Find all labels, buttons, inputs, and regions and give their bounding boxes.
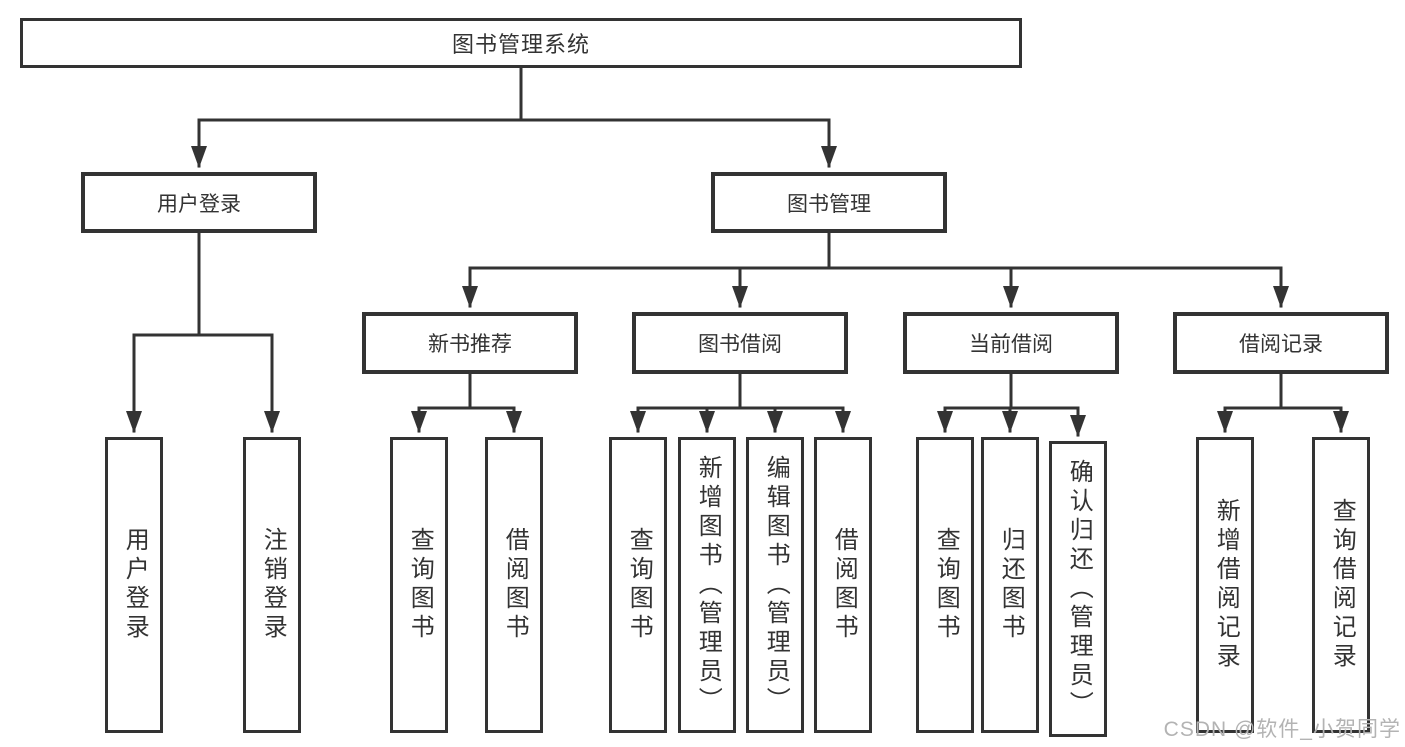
leaf-cb-search-books: 查询图书 xyxy=(916,437,974,733)
leaf-br-search-record: 查询借阅记录 xyxy=(1312,437,1370,733)
node-borrow-record-label: 借阅记录 xyxy=(1239,333,1323,356)
leaf-rec-search-books-label: 查询图书 xyxy=(406,527,434,643)
node-book-management: 图书管理 xyxy=(711,172,947,233)
leaf-cb-confirm-return-admin: 确认归还（管理员） xyxy=(1049,441,1107,737)
leaf-bb-search-books-label: 查询图书 xyxy=(625,527,653,643)
leaf-bb-add-books-admin-label: 新增图书（管理员） xyxy=(694,454,722,716)
leaf-bb-edit-books-admin: 编辑图书（管理员） xyxy=(746,437,804,733)
leaf-cb-search-books-label: 查询图书 xyxy=(932,527,960,643)
leaf-user-login: 用户登录 xyxy=(105,437,163,733)
node-book-management-label: 图书管理 xyxy=(787,192,871,216)
leaf-rec-borrow-books: 借阅图书 xyxy=(485,437,543,733)
edge-book-borrow-trunk xyxy=(636,372,845,410)
leaf-bb-borrow-books-label: 借阅图书 xyxy=(830,527,858,643)
leaf-br-add-record-label: 新增借阅记录 xyxy=(1212,498,1240,672)
node-current-borrow-label: 当前借阅 xyxy=(969,333,1053,356)
node-system-root: 图书管理系统 xyxy=(20,18,1022,68)
node-book-borrow: 图书借阅 xyxy=(632,312,848,374)
edge-new-book-rec-trunk xyxy=(417,372,516,410)
edge-book-mgmt-trunk xyxy=(468,231,1283,270)
edge-user-login-trunk xyxy=(132,231,274,337)
leaf-cb-return-books: 归还图书 xyxy=(981,437,1039,733)
leaf-bb-search-books: 查询图书 xyxy=(609,437,667,733)
node-book-borrow-label: 图书借阅 xyxy=(698,333,782,356)
node-borrow-record: 借阅记录 xyxy=(1173,312,1389,374)
node-user-login-label: 用户登录 xyxy=(157,192,241,216)
leaf-user-login-label: 用户登录 xyxy=(121,527,149,643)
leaf-bb-edit-books-admin-label: 编辑图书（管理员） xyxy=(762,454,790,716)
leaf-br-search-record-label: 查询借阅记录 xyxy=(1328,498,1356,672)
node-new-book-recommend-label: 新书推荐 xyxy=(428,333,512,356)
node-system-root-label: 图书管理系统 xyxy=(451,32,590,57)
leaf-rec-search-books: 查询图书 xyxy=(390,437,448,733)
leaf-cb-confirm-return-admin-label: 确认归还（管理员） xyxy=(1065,458,1093,720)
node-current-borrow: 当前借阅 xyxy=(903,312,1119,374)
leaf-cb-return-books-label: 归还图书 xyxy=(997,527,1025,643)
node-new-book-recommend: 新书推荐 xyxy=(362,312,578,374)
leaf-br-add-record: 新增借阅记录 xyxy=(1196,437,1254,733)
edge-borrow-record-trunk xyxy=(1223,372,1343,410)
leaf-bb-add-books-admin: 新增图书（管理员） xyxy=(678,437,736,733)
leaf-logout-login: 注销登录 xyxy=(243,437,301,733)
leaf-bb-borrow-books: 借阅图书 xyxy=(814,437,872,733)
node-user-login: 用户登录 xyxy=(81,172,317,233)
leaf-rec-borrow-books-label: 借阅图书 xyxy=(501,527,529,643)
leaf-logout-login-label: 注销登录 xyxy=(259,527,287,643)
edge-current-borrow-trunk xyxy=(943,372,1080,410)
edge-root-trunk xyxy=(197,66,831,122)
